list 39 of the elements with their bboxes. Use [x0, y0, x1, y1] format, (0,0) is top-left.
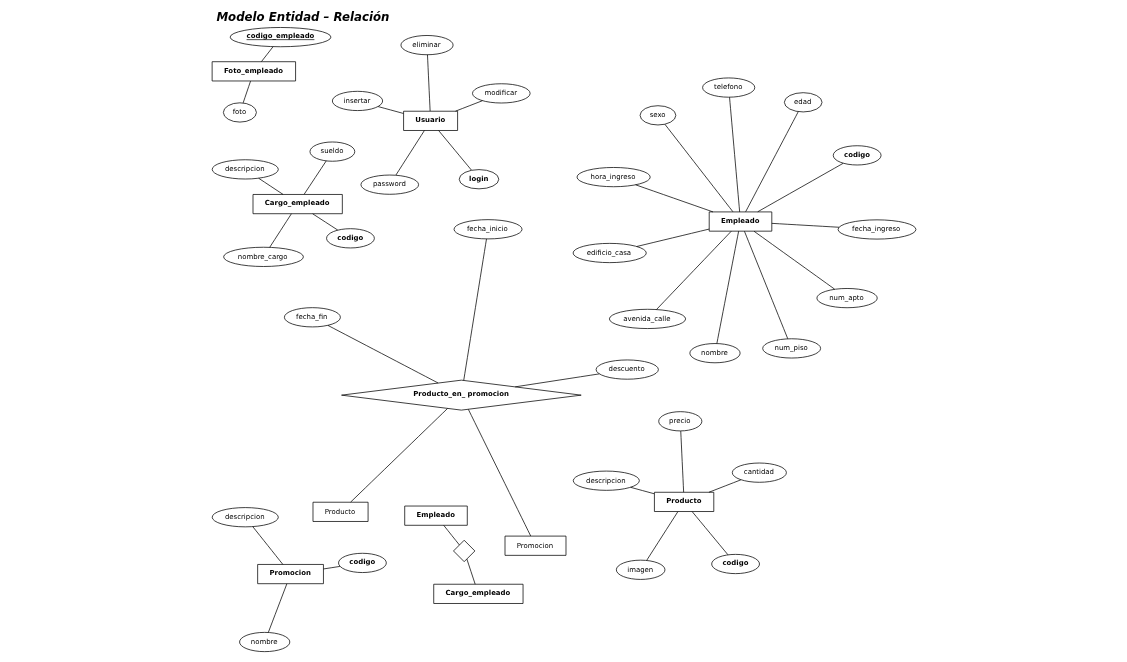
connector [268, 213, 292, 248]
connector [708, 479, 741, 493]
connector [744, 111, 799, 213]
connector [349, 408, 448, 503]
connector [664, 124, 733, 213]
connector [679, 430, 684, 493]
connector [311, 213, 338, 231]
connector [322, 566, 340, 570]
connector [743, 230, 788, 340]
connector [303, 160, 327, 195]
connector [514, 373, 600, 388]
connector [462, 238, 487, 381]
connector [635, 228, 710, 247]
connector [251, 526, 283, 565]
connector [267, 583, 287, 633]
connector [260, 46, 273, 62]
connector [770, 223, 839, 228]
connector [629, 486, 655, 495]
connector [467, 408, 531, 537]
connector [691, 511, 728, 556]
connector [753, 230, 835, 290]
connector [645, 511, 678, 561]
connector [655, 230, 732, 310]
connector [466, 558, 476, 585]
connector [242, 80, 251, 104]
connector [327, 325, 438, 384]
connector [716, 230, 739, 344]
connector [442, 524, 460, 546]
connector [437, 130, 472, 171]
connector [728, 96, 740, 213]
node-diamond [452, 539, 475, 563]
connector [454, 100, 483, 112]
connector [634, 184, 713, 213]
connector [426, 54, 430, 112]
connector [377, 106, 404, 114]
connector [257, 177, 283, 195]
diagram-title: Modelo Entidad – Relación [215, 10, 389, 25]
connector [756, 162, 844, 213]
connector [395, 130, 425, 176]
